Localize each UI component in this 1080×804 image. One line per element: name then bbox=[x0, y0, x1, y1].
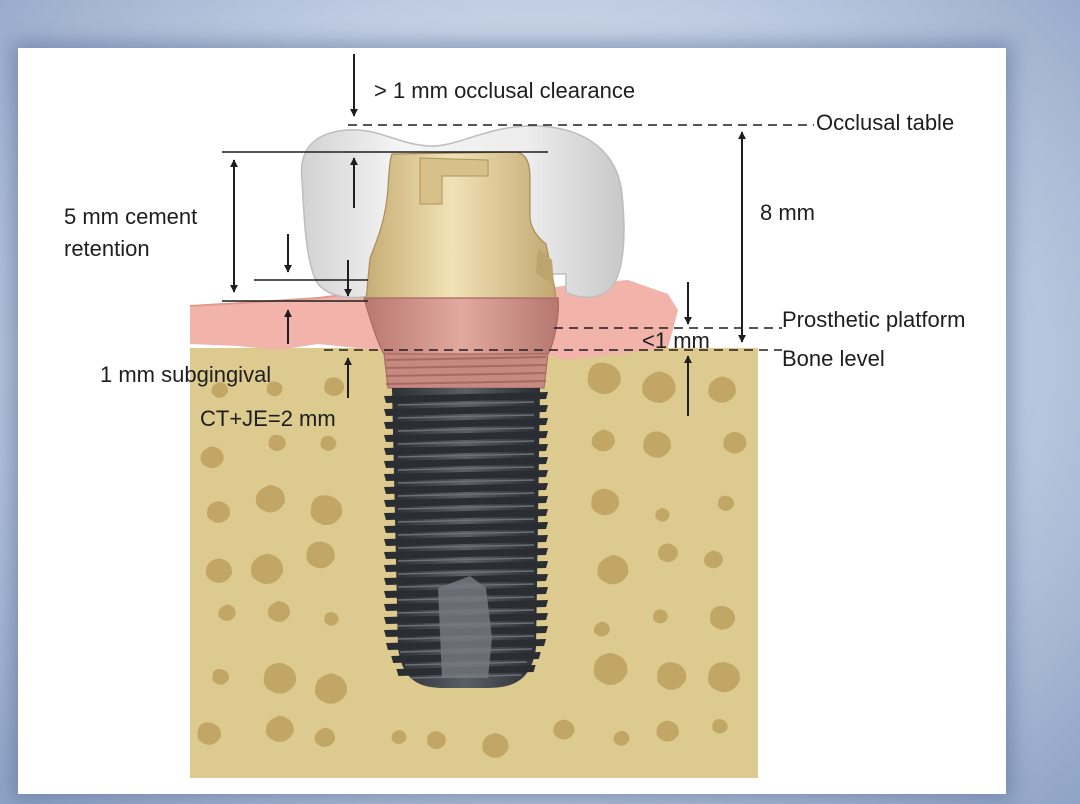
bone-pore bbox=[218, 604, 236, 621]
implant-thread bbox=[384, 522, 548, 533]
bone-pore bbox=[314, 727, 336, 747]
bone-pore bbox=[643, 431, 672, 458]
bone-pore bbox=[593, 621, 610, 637]
implant-thread bbox=[384, 444, 548, 455]
implant-thread-highlight bbox=[397, 518, 535, 523]
bone-pore bbox=[268, 434, 286, 452]
bone-pore bbox=[553, 719, 575, 740]
bone-pore bbox=[712, 718, 728, 734]
bone-pore bbox=[426, 731, 446, 749]
bone-pore bbox=[205, 558, 232, 583]
bone-pore bbox=[206, 500, 231, 523]
bone-pore bbox=[653, 609, 668, 624]
bone-pore bbox=[314, 673, 347, 704]
implant-thread-highlight bbox=[397, 453, 535, 458]
implant-threads bbox=[384, 392, 548, 679]
implant-thread bbox=[384, 535, 548, 546]
bone-pore bbox=[657, 543, 678, 563]
implant-cut-flute bbox=[438, 576, 492, 678]
abutment-collar bbox=[363, 297, 559, 355]
implant-thread bbox=[384, 561, 548, 572]
implant-thread bbox=[384, 418, 548, 429]
bone-pore bbox=[482, 732, 509, 758]
implant-neck-threads bbox=[385, 356, 547, 385]
implant-thread bbox=[384, 496, 548, 507]
bone-pore bbox=[591, 429, 615, 452]
implant-thread-highlight bbox=[397, 570, 535, 575]
prosthetic-platform-label: Prosthetic platform bbox=[782, 307, 965, 332]
implant-thread bbox=[384, 392, 548, 403]
implant-thread-highlight bbox=[397, 505, 535, 510]
bone-pore bbox=[197, 722, 222, 745]
bone-level-label: Bone level bbox=[782, 346, 885, 371]
implant-thread-highlight bbox=[397, 557, 535, 562]
cement-retention-label-1: 5 mm cement bbox=[64, 204, 197, 229]
implant-thread bbox=[384, 431, 548, 442]
implant-thread-highlight bbox=[397, 466, 535, 471]
bone-pore bbox=[613, 730, 630, 746]
neck-thread bbox=[385, 372, 547, 377]
bone-pore bbox=[211, 382, 228, 398]
implant-thread-highlight bbox=[397, 440, 535, 445]
diagram-panel: > 1 mm occlusal clearance Occlusal table… bbox=[18, 48, 1006, 794]
less-than-one-mm-label: <1 mm bbox=[642, 328, 710, 353]
bone-pore bbox=[587, 362, 621, 395]
bone-pore bbox=[310, 495, 343, 526]
bone-pore bbox=[657, 662, 687, 690]
implant-thread-highlight bbox=[397, 479, 535, 484]
implant-thread bbox=[384, 548, 548, 559]
bone-pore bbox=[597, 554, 629, 585]
implant-thread-highlight bbox=[397, 492, 535, 497]
bone-pore bbox=[250, 553, 284, 584]
subgingival-label: 1 mm subgingival bbox=[100, 362, 271, 387]
neck-thread bbox=[385, 356, 547, 361]
implant-thread-highlight bbox=[397, 531, 535, 536]
implant-thread-highlight bbox=[397, 427, 535, 432]
bone-pore bbox=[263, 662, 297, 694]
neck-thread bbox=[385, 364, 547, 369]
bone-pore bbox=[265, 715, 294, 742]
bone-pore bbox=[391, 729, 407, 745]
bone-pore bbox=[704, 550, 723, 569]
bone-pore bbox=[593, 652, 628, 685]
bone-pore bbox=[723, 431, 747, 454]
ct-je-label: CT+JE=2 mm bbox=[200, 406, 336, 431]
abutment bbox=[365, 151, 557, 301]
occlusal-clearance-label: > 1 mm occlusal clearance bbox=[374, 78, 635, 103]
cement-retention-label-2: retention bbox=[64, 236, 150, 261]
bone-pore bbox=[642, 371, 676, 403]
implant-thread bbox=[384, 405, 548, 416]
implant-thread bbox=[384, 483, 548, 494]
neck-thread bbox=[385, 380, 547, 385]
bone-pore bbox=[708, 376, 736, 403]
bone-pore bbox=[267, 600, 291, 622]
bone-pore bbox=[255, 484, 285, 513]
bone-pore bbox=[708, 661, 741, 693]
bone-pore bbox=[591, 488, 620, 516]
bone-pore bbox=[656, 720, 679, 742]
bone-pore bbox=[320, 435, 337, 451]
eight-mm-label: 8 mm bbox=[760, 200, 815, 225]
occlusal-table-label: Occlusal table bbox=[816, 110, 954, 135]
bone-pore bbox=[710, 605, 736, 630]
bone-pore bbox=[200, 446, 224, 469]
bone-pore bbox=[212, 669, 229, 685]
bone-pore bbox=[718, 495, 735, 511]
dental-implant-diagram: > 1 mm occlusal clearance Occlusal table… bbox=[64, 54, 965, 778]
bone-pore bbox=[655, 507, 670, 522]
bone-pore bbox=[266, 381, 283, 397]
implant-thread bbox=[384, 470, 548, 481]
implant-thread bbox=[384, 509, 548, 520]
bone-pore bbox=[324, 612, 339, 626]
bone-pore bbox=[324, 377, 345, 397]
implant-thread-highlight bbox=[397, 414, 535, 419]
bone-pores bbox=[197, 362, 747, 758]
implant-thread-highlight bbox=[397, 401, 535, 406]
bone-pore bbox=[306, 541, 335, 569]
implant-thread bbox=[384, 457, 548, 468]
implant-thread-highlight bbox=[397, 544, 535, 549]
